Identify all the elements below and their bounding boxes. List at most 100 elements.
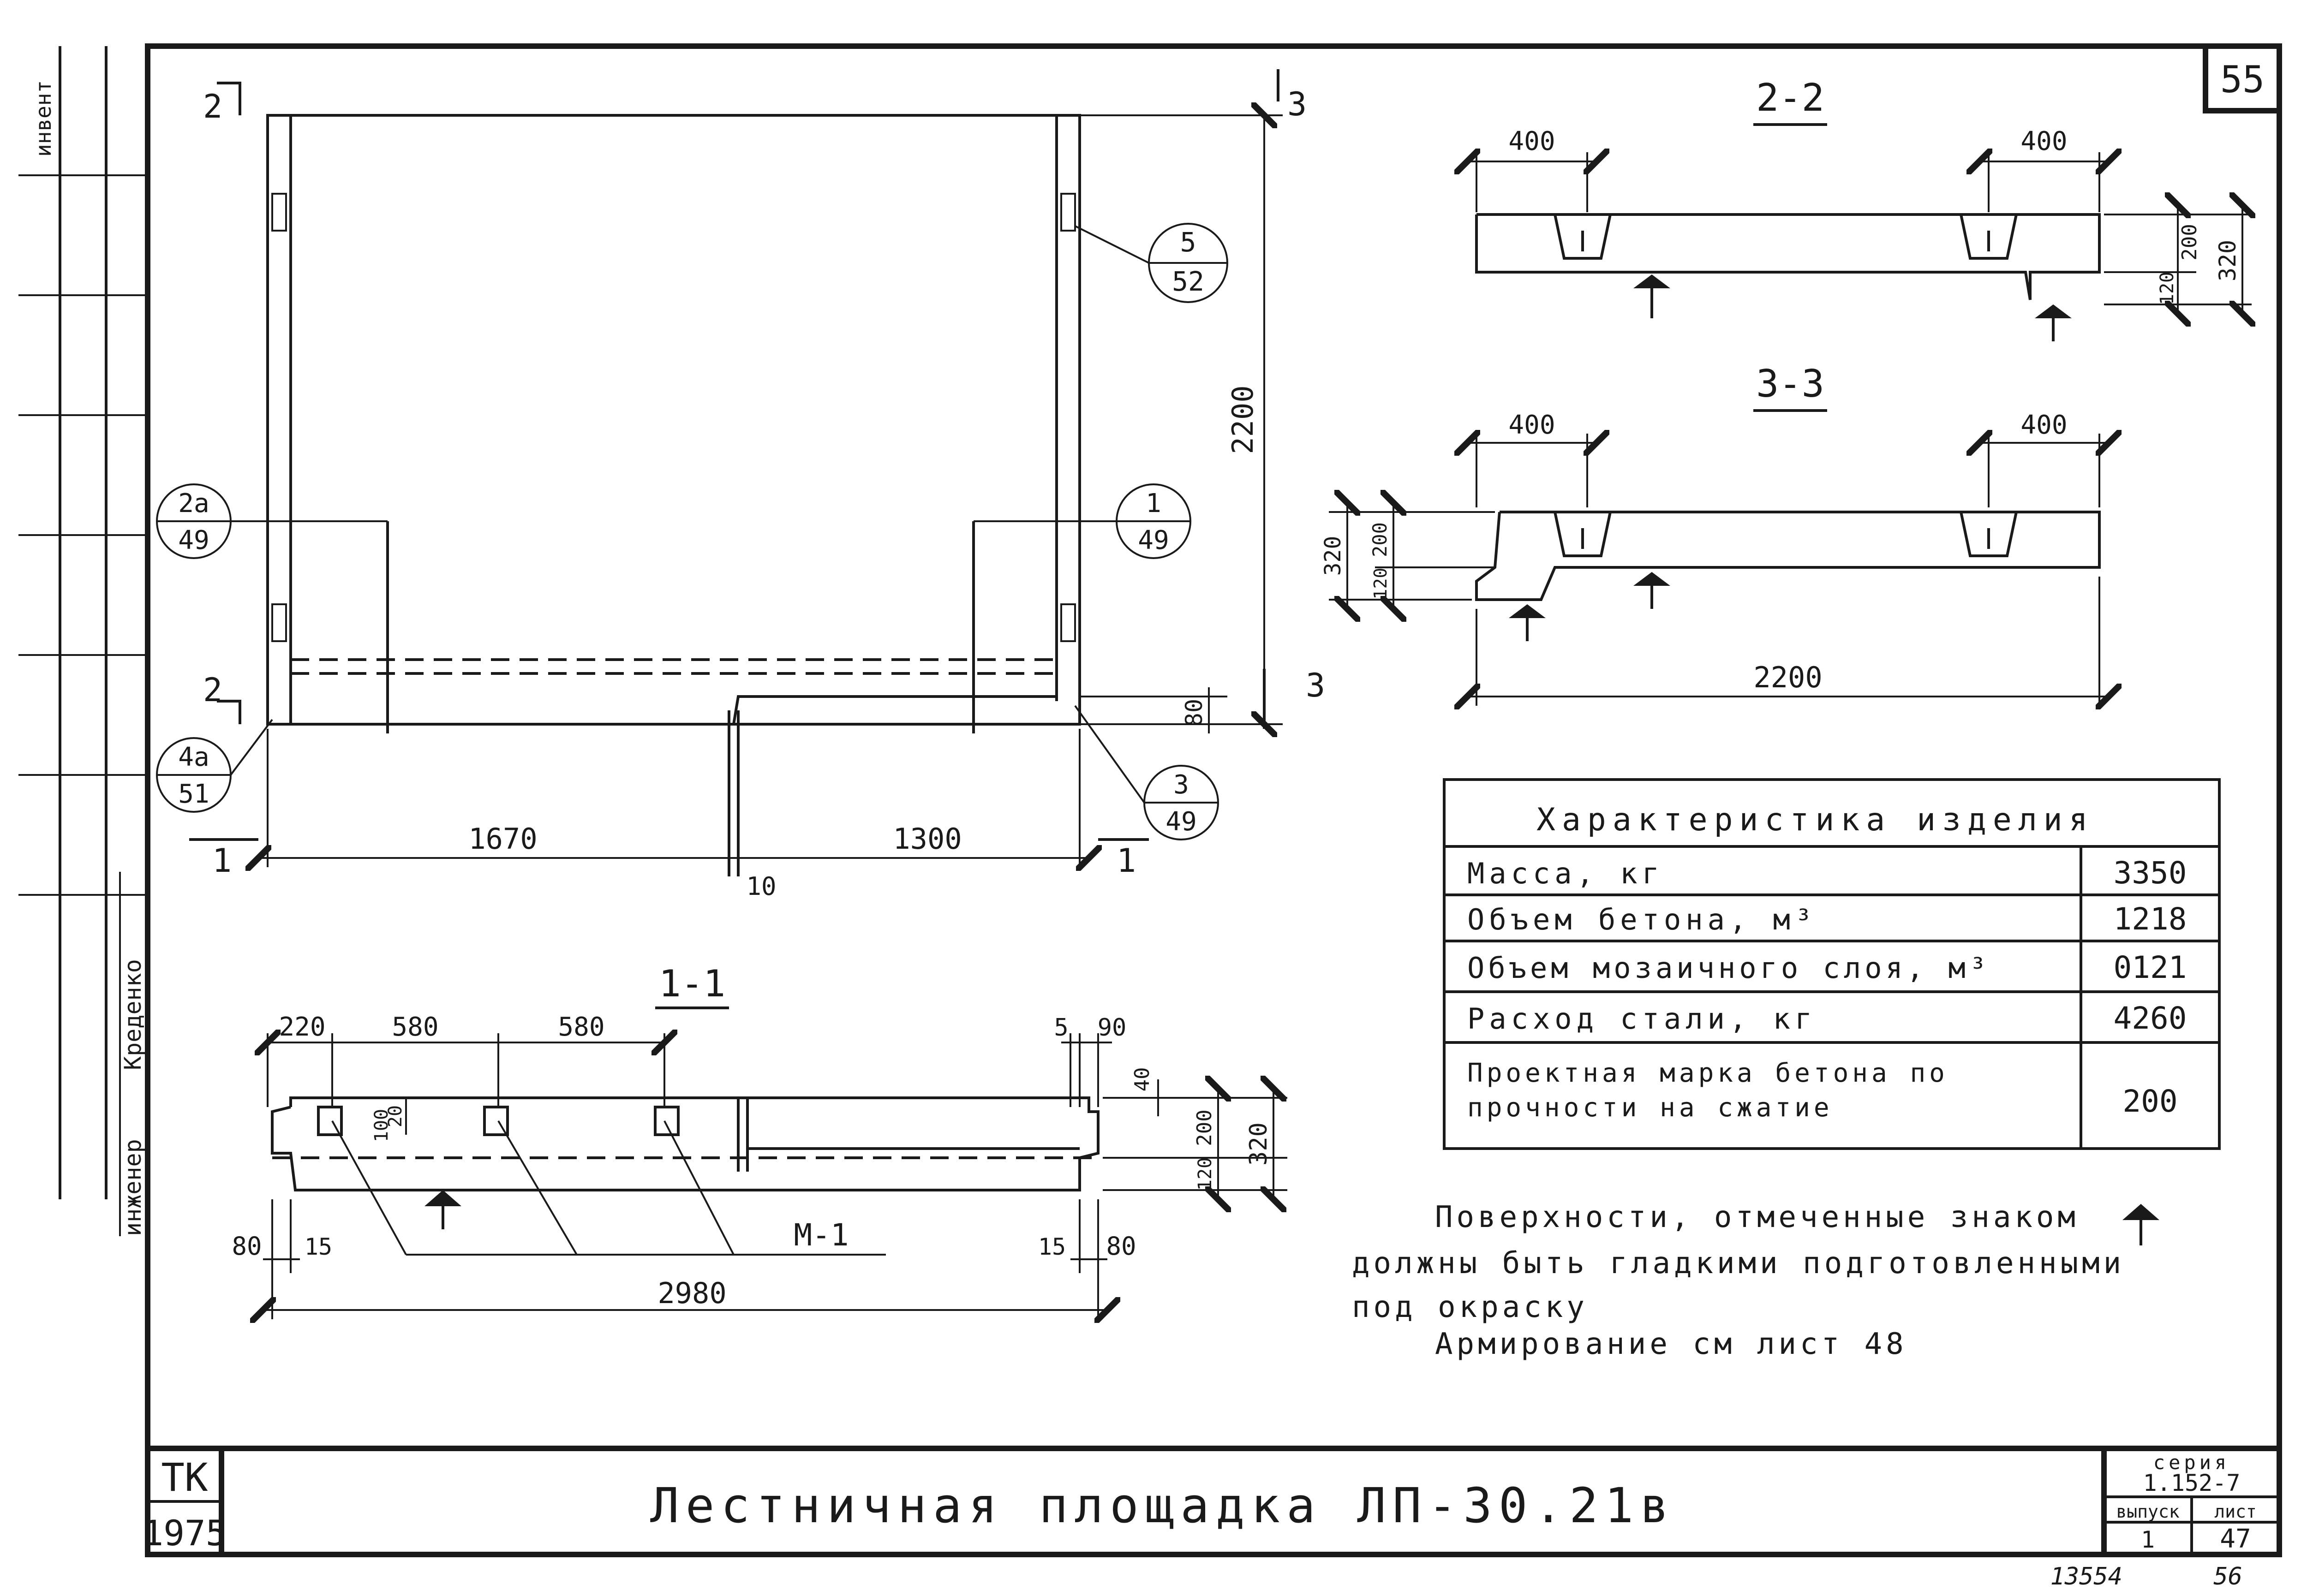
year: 1975: [142, 1513, 227, 1554]
section-3-3-view: [1475, 511, 2101, 641]
callout-1-bottom: 49: [1138, 525, 1169, 555]
plan-dimensions: [258, 115, 1283, 867]
row-grade-name-line2: прочности на сжатие: [1467, 1093, 1833, 1123]
cut-2-bottom: 2: [203, 671, 222, 709]
issue-value: 1: [2141, 1526, 2155, 1553]
characteristics-table: [1443, 778, 2221, 1150]
callout-2a-bottom: 49: [178, 525, 209, 555]
section-3-3-total: 2200: [1753, 661, 1822, 694]
callout-4a-bottom: 51: [178, 779, 209, 809]
sheet-frame: [145, 43, 2282, 1557]
archive-number: 13554: [2050, 1563, 2122, 1590]
sheet-number-box: [2203, 46, 2279, 113]
sheet-label: лист: [2214, 1501, 2257, 1522]
section-3-3-dim-120: 120: [1370, 568, 1391, 600]
section-1-1-dim-80-right: 80: [1106, 1232, 1136, 1261]
smooth-surface-sign-icon: [2122, 1204, 2159, 1245]
note-line-4: Армирование см лист 48: [1435, 1327, 1907, 1361]
cut-2-top: 2: [203, 88, 222, 125]
cut-1-right: 1: [1117, 842, 1136, 880]
section-1-1-dim-580a: 580: [392, 1012, 438, 1042]
section-3-3-dim-left: 400: [1508, 410, 1555, 440]
section-1-1-dim-120: 120: [1195, 1157, 1216, 1191]
series-label: серия: [2153, 1451, 2230, 1474]
section-1-1-view: [271, 1096, 1100, 1256]
series-value: 1.152-7: [2143, 1470, 2241, 1496]
section-3-3-label: 3-3: [1756, 362, 1824, 406]
callout-3-top: 3: [1173, 770, 1189, 800]
side-stamp-engineer: инженер: [120, 1139, 146, 1236]
section-3-3-dim-200: 200: [1369, 522, 1391, 557]
issue-label: выпуск: [2116, 1501, 2179, 1522]
section-2-2-dim-320: 320: [2214, 240, 2241, 281]
row-mass-name: Масса, кг: [1467, 857, 1664, 890]
plan-dim-80: 80: [1181, 699, 1207, 727]
callout-4a-51: [156, 719, 273, 813]
org-code: ТК: [161, 1455, 208, 1500]
callout-1-top: 1: [1146, 488, 1161, 518]
section-1-1-total: 2980: [657, 1276, 726, 1310]
row-grade-name-line1: Проектная марка бетона по: [1467, 1058, 1948, 1088]
row-concrete-value: 1218: [2114, 901, 2187, 937]
plan-view: [266, 114, 1081, 876]
section-1-1-dim-100: 100: [371, 1109, 392, 1142]
note-line-1: Поверхности, отмеченные знаком: [1435, 1200, 2079, 1234]
section-1-1-marker-m1: М-1: [794, 1217, 849, 1253]
plan-dim-10: 10: [746, 872, 776, 901]
note-line-3: под окраску: [1352, 1290, 1588, 1324]
callout-5-52: [1075, 223, 1228, 303]
note-line-2: должны быть гладкими подготовленными: [1352, 1246, 2125, 1280]
callout-3-49: [1074, 705, 1219, 840]
callout-2a-top: 2а: [178, 488, 209, 518]
section-2-2-dim-right: 400: [2020, 126, 2067, 156]
section-1-1-dim-200: 200: [1193, 1109, 1216, 1146]
row-steel-value: 4260: [2114, 1000, 2187, 1036]
row-concrete-name: Объем бетона, м³: [1467, 903, 1817, 936]
section-3-3-dimensions: [1329, 434, 2109, 706]
section-2-2-label: 2-2: [1756, 76, 1824, 120]
section-1-1-dimensions: [263, 1033, 1287, 1319]
section-2-2-dim-200: 200: [2178, 224, 2201, 260]
cut-3-bottom: 3: [1306, 667, 1325, 704]
section-1-1-dim-15-left: 15: [305, 1233, 332, 1260]
side-stamp-invent: инвент: [31, 80, 56, 157]
side-stamp-name: Креденко: [120, 959, 146, 1070]
callout-2a-49: [156, 483, 388, 559]
plan-dim-1670: 1670: [468, 822, 537, 856]
callout-1-49: [974, 483, 1191, 559]
row-steel-name: Расход стали, кг: [1467, 1002, 1817, 1036]
row-grade-value: 200: [2122, 1084, 2177, 1119]
section-1-1-dim-80-left: 80: [232, 1232, 262, 1261]
callout-5-bottom: 52: [1172, 266, 1204, 297]
section-1-1-dim-20: 20: [385, 1105, 406, 1127]
callout-5-top: 5: [1180, 226, 1196, 258]
callout-3-bottom: 49: [1165, 807, 1196, 837]
section-2-2-dim-120: 120: [2157, 272, 2178, 305]
row-mass-value: 3350: [2114, 855, 2187, 891]
section-3-3-dim-right: 400: [2020, 410, 2067, 440]
section-3-3-dim-320: 320: [1320, 536, 1346, 576]
callout-4a-top: 4а: [178, 742, 209, 772]
row-mosaic-value: 0121: [2114, 950, 2187, 985]
section-1-1-dim-5: 5: [1054, 1014, 1068, 1042]
section-2-2-view: [1475, 213, 2101, 341]
page-number: 56: [2213, 1563, 2242, 1590]
title-block: [148, 1446, 2279, 1554]
sheet-number: 55: [2220, 58, 2265, 101]
characteristics-title: Характеристика изделия: [1536, 802, 2094, 838]
section-2-2-dimensions: [1467, 152, 2252, 314]
drawing-title: Лестничная площадка ЛП-30.21в: [650, 1477, 1675, 1534]
row-mosaic-name: Объем мозаичного слоя, м³: [1467, 951, 1990, 985]
cut-1-left: 1: [212, 842, 232, 880]
sheet-value: 47: [2220, 1524, 2251, 1554]
section-1-1-label: 1-1: [659, 962, 726, 1005]
plan-dim-2200: 2200: [1226, 385, 1260, 454]
section-1-1-dim-90: 90: [1098, 1014, 1127, 1042]
section-1-1-dim-580b: 580: [558, 1012, 604, 1042]
section-1-1-dim-320: 320: [1245, 1122, 1273, 1166]
section-1-1-dim-15-right: 15: [1038, 1233, 1066, 1260]
section-2-2-dim-left: 400: [1508, 126, 1555, 156]
section-1-1-dim-220: 220: [279, 1012, 325, 1042]
side-stamp: инвент инженер Креденко: [18, 46, 148, 1236]
